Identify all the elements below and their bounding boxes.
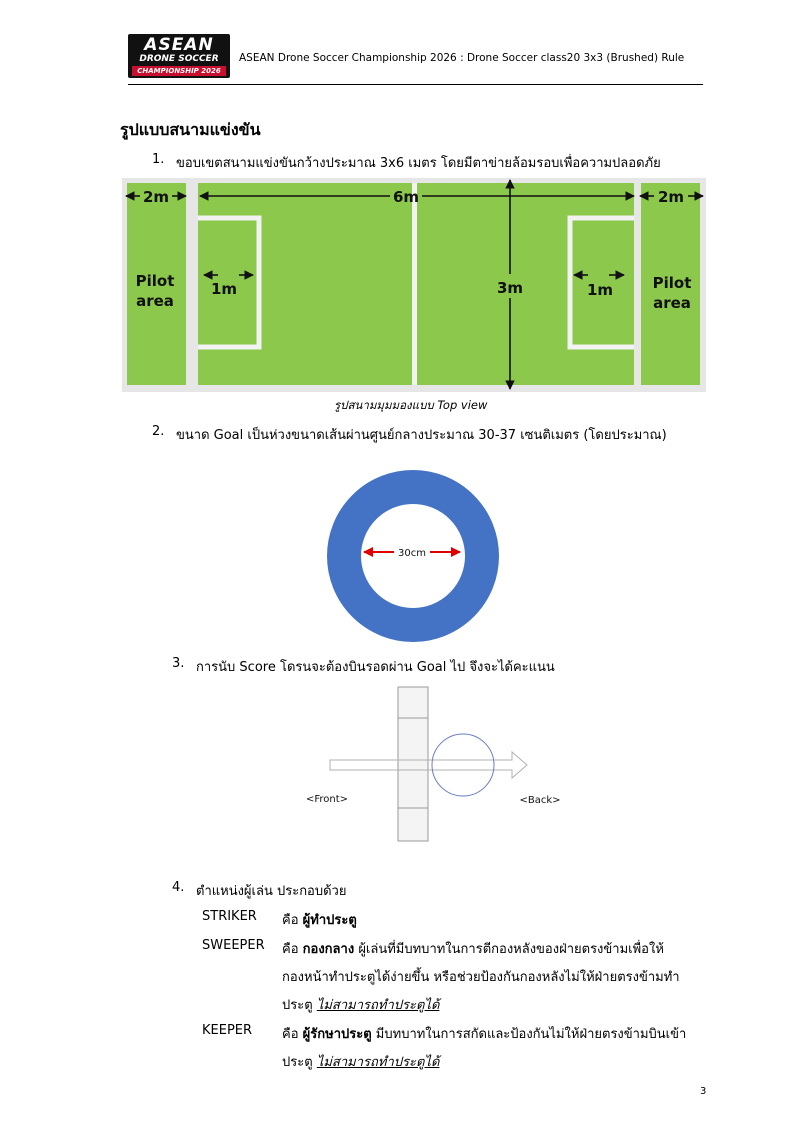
item-4-number: 4. [172, 880, 185, 895]
role-prefix: คือ [282, 913, 299, 928]
right-pilot-label-1: Pilot [653, 274, 692, 292]
role-desc-line: ประตู [282, 998, 313, 1013]
role-title: ผู้ทำประตู [302, 913, 357, 928]
item-1-text: ขอบเขตสนามแข่งขันกว้างประมาณ 3x6 เมตร โด… [176, 156, 661, 171]
goal-ring [327, 470, 499, 642]
role-keeper-desc-1: คือ ผู้รักษาประตู มีบทบาทในการสกัดและป้อ… [282, 1023, 686, 1044]
scoring-pass-diagram: <Front> <Back> [306, 686, 561, 842]
field-top-view-diagram: 2m 6m 2m Pilot area Pilot area 1m 1m 3m [122, 178, 706, 392]
section-title: รูปแบบสนามแข่งขัน [120, 120, 261, 139]
role-sweeper-desc-2: กองหน้าทำประตูได้ง่ายขึ้น หรือช่วยป้องกั… [282, 970, 680, 985]
role-striker-name: STRIKER [202, 909, 257, 924]
role-prefix: คือ [282, 942, 299, 957]
page-number: 3 [700, 1086, 707, 1097]
role-desc-line: ผู้เล่นที่มีบทบาทในการตีกองหลังของฝ่ายตร… [358, 942, 664, 957]
role-sweeper-desc-3: ประตู ไม่สามารถทำประตูได้ [282, 994, 439, 1015]
logo-line1: ASEAN [144, 35, 214, 55]
right-pilot-label-2: area [653, 294, 691, 312]
role-keeper-desc-2: ประตู ไม่สามารถทำประตูได้ [282, 1051, 439, 1072]
right-zone-label: 2m [658, 188, 684, 206]
right-goal-area [567, 215, 634, 350]
item-4-text: ตำแหน่งผู้เล่น ประกอบด้วย [196, 884, 347, 899]
role-desc-line: มีบทบาทในการสกัดและป้องกันไม่ให้ฝ่ายตรงข… [375, 1027, 687, 1042]
item-2-number: 2. [152, 424, 165, 439]
item-3-text: การนับ Score โดรนจะต้องบินรอดผ่าน Goal ไ… [196, 660, 555, 675]
role-keeper-name: KEEPER [202, 1023, 253, 1038]
role-note: ไม่สามารถทำประตูได้ [316, 1055, 440, 1070]
flight-direction-arrow [329, 750, 528, 780]
item-1-number: 1. [152, 152, 165, 167]
role-striker-desc: คือ ผู้ทำประตู [282, 909, 357, 930]
item-3-number: 3. [172, 656, 185, 671]
role-note: ไม่สามารถทำประตูได้ [316, 998, 440, 1013]
role-prefix: คือ [282, 1027, 299, 1042]
role-desc-line: ประตู [282, 1055, 313, 1070]
item-2-text: ขนาด Goal เป็นห่วงขนาดเส้นผ่านศูนย์กลางป… [176, 428, 667, 443]
role-sweeper-name: SWEEPER [202, 938, 265, 953]
left-pilot-label-1: Pilot [136, 272, 175, 290]
header-title: ASEAN Drone Soccer Championship 2026 : D… [239, 52, 685, 64]
height-label: 3m [497, 279, 523, 297]
left-goal-area [198, 215, 262, 350]
front-label: <Front> [306, 794, 348, 805]
left-zone-label: 2m [143, 188, 169, 206]
left-pilot-area [127, 183, 186, 385]
championship-logo: ASEAN DRONE SOCCER CHAMPIONSHIP 2026 [128, 34, 230, 78]
drone-outline [431, 733, 495, 797]
logo-line2: DRONE SOCCER [139, 54, 219, 64]
role-title: ผู้รักษาประตู [302, 1027, 372, 1042]
width-label: 6m [393, 188, 419, 206]
role-title: กองกลาง [302, 942, 355, 957]
role-sweeper-desc-1: คือ กองกลาง ผู้เล่นที่มีบทบาทในการตีกองห… [282, 938, 664, 959]
left-goal-label: 1m [211, 280, 237, 298]
header-divider [128, 84, 703, 85]
logo-line3: CHAMPIONSHIP 2026 [132, 66, 226, 76]
back-label: <Back> [519, 795, 560, 806]
center-line [412, 183, 417, 385]
goal-ring-diagram: 30cm [327, 470, 499, 642]
diameter-label: 30cm [398, 548, 426, 559]
goal-frame-side-view [397, 686, 429, 842]
left-pilot-label-2: area [136, 292, 174, 310]
right-pilot-area [641, 183, 700, 385]
field-caption: รูปสนามมุมมองแบบ Top view [334, 398, 488, 412]
right-goal-label: 1m [587, 281, 613, 299]
